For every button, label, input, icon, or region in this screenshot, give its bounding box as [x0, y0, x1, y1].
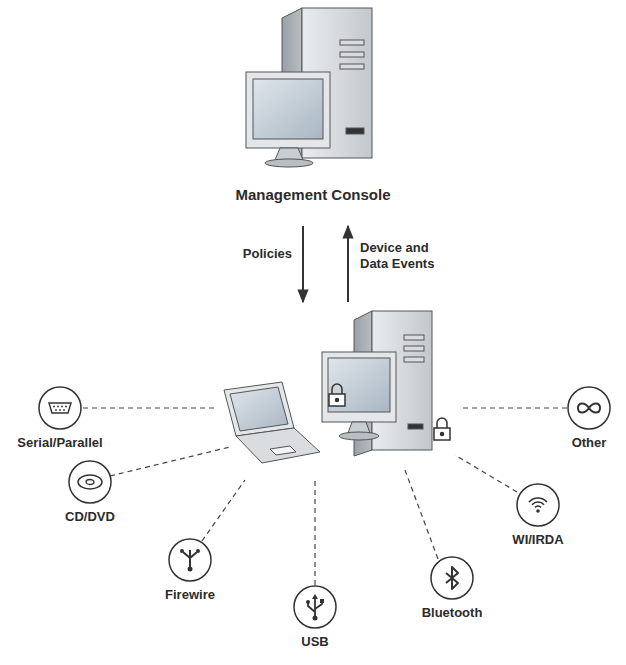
serial-port-node: Serial/Parallel	[17, 385, 102, 451]
flow-label: Device and Data Events	[360, 240, 452, 272]
bluetooth-node: Bluetooth	[422, 555, 483, 621]
console-title: Management Console	[235, 187, 390, 203]
device-label: Other	[572, 435, 607, 451]
lock-icon	[329, 384, 345, 406]
console-computer	[246, 8, 372, 167]
device-circle	[37, 385, 83, 431]
device-label: CD/DVD	[65, 509, 115, 525]
lock-icon	[434, 418, 450, 440]
device-label: Firewire	[165, 587, 215, 603]
device-label: USB	[301, 634, 328, 650]
device-label: Bluetooth	[422, 605, 483, 621]
device-label: Serial/Parallel	[17, 435, 102, 451]
flow-label: Policies	[243, 246, 292, 262]
console-label-node: Management Console	[235, 187, 390, 203]
device-circle	[429, 555, 475, 601]
other-device-node: Other	[566, 385, 612, 451]
wireless-node: WI/IRDA	[512, 482, 563, 548]
device-label: WI/IRDA	[512, 532, 563, 548]
firewire-node: Firewire	[165, 537, 215, 603]
dashed-links	[83, 408, 567, 585]
endpoint-desktop	[322, 311, 432, 456]
flow-arrows	[303, 226, 348, 302]
endpoint-laptop	[224, 382, 320, 463]
device-circle	[67, 459, 113, 505]
device-circle	[292, 584, 338, 630]
cd-dvd-node: CD/DVD	[65, 459, 115, 525]
usb-node: USB	[292, 584, 338, 650]
device-circle	[515, 482, 561, 528]
device-circle	[167, 537, 213, 583]
device-circle	[566, 385, 612, 431]
